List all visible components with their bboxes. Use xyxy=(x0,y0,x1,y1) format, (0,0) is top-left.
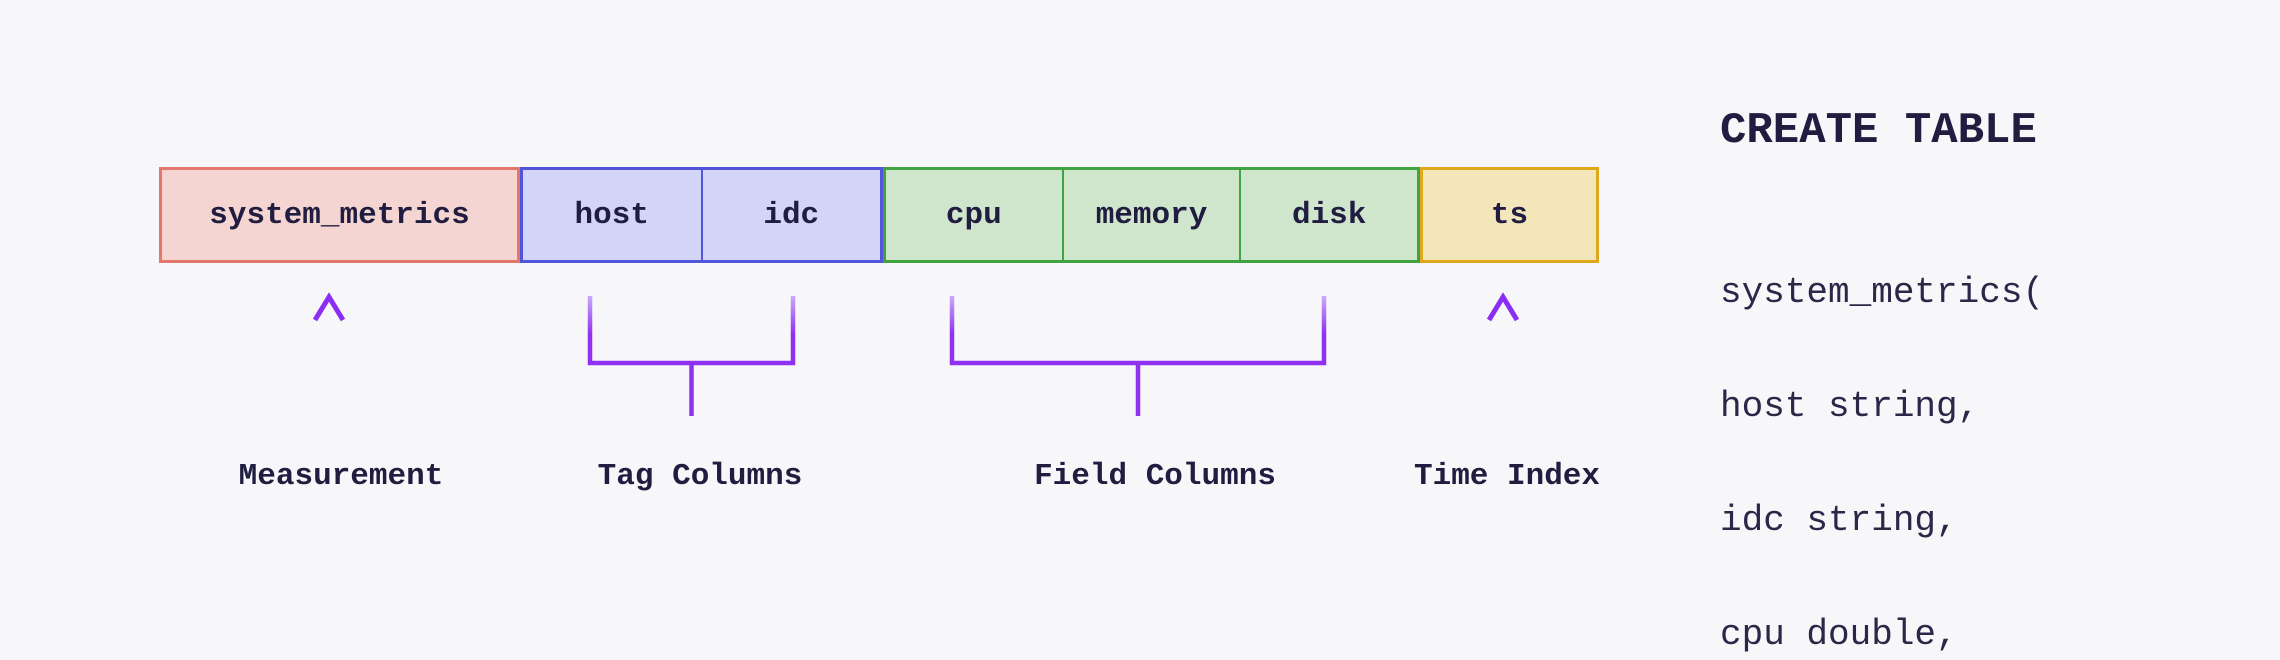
sql-line: idc string, xyxy=(1720,500,1958,541)
sql-line: host string, xyxy=(1720,386,1980,427)
time-index-label: Time Index xyxy=(1413,459,1601,494)
bracket-icon xyxy=(587,296,796,416)
tag-columns-label: Tag Columns xyxy=(597,459,803,494)
tag-column-cell-idc: idc xyxy=(700,170,881,260)
sql-code-block: system_metrics( host string, idc string,… xyxy=(1720,198,2239,660)
tag-columns-group: host idc xyxy=(520,167,883,263)
time-index-cell: ts xyxy=(1490,197,1529,233)
table-name-cell: system_metrics xyxy=(209,197,470,233)
up-arrow-icon xyxy=(312,292,346,416)
time-index-group: ts xyxy=(1420,167,1599,263)
measurement-label: Measurement xyxy=(238,459,444,494)
field-column-cell-cpu: cpu xyxy=(945,197,1002,233)
field-columns-group: cpu memory disk xyxy=(883,167,1420,263)
field-column-cell-memory: memory xyxy=(1061,170,1240,260)
tag-column-cell-host: host xyxy=(574,197,649,233)
measurement-group: system_metrics xyxy=(159,167,520,263)
field-column-cell-disk: disk xyxy=(1239,170,1417,260)
up-arrow-icon xyxy=(1486,292,1520,416)
field-columns-label: Field Columns xyxy=(1034,459,1276,494)
sql-line: system_metrics( xyxy=(1720,272,2045,313)
bracket-icon xyxy=(949,296,1327,416)
sql-heading: CREATE TABLE xyxy=(1720,106,2037,156)
table-structure-row: system_metrics host idc cpu memory disk … xyxy=(159,167,1599,263)
sql-line: cpu double, xyxy=(1720,614,1958,655)
